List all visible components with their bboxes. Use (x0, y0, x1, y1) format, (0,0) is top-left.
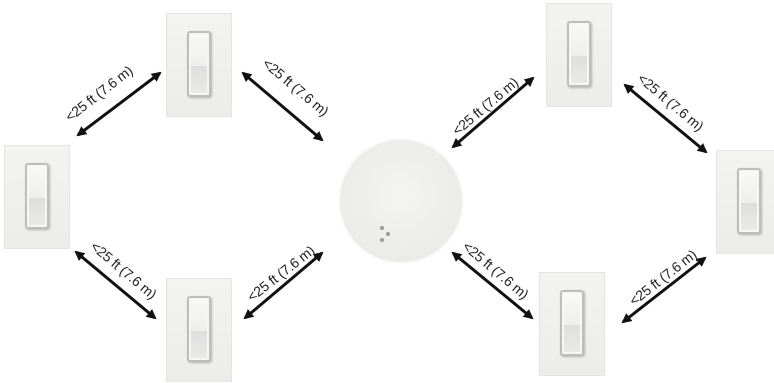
range-arrow (76, 71, 162, 137)
hub-led-icon (380, 226, 384, 230)
rocker-switch-icon (187, 31, 211, 97)
rocker-switch-icon (187, 296, 211, 362)
rocker-switch-icon (25, 163, 49, 229)
hub-led-icon (380, 238, 384, 242)
rocker-switch-icon (567, 21, 591, 87)
range-arrow (243, 251, 324, 320)
range-arrow (451, 251, 534, 320)
switch-plate-right-top (546, 3, 612, 107)
switch-plate-right-bottom (539, 272, 605, 376)
switch-plate-left-top (166, 13, 232, 117)
range-arrow (241, 71, 324, 142)
switch-plate-right-middle (716, 150, 774, 254)
wireless-hub (340, 140, 462, 262)
rocker-switch-icon (737, 168, 761, 234)
hub-led-icon (386, 232, 390, 236)
rocker-switch-icon (560, 290, 584, 356)
range-arrow (623, 83, 708, 154)
range-arrow (451, 76, 535, 149)
range-arrow (74, 250, 157, 320)
range-arrow (621, 256, 707, 324)
switch-plate-left-middle (4, 145, 70, 249)
switch-plate-left-bottom (166, 278, 232, 382)
